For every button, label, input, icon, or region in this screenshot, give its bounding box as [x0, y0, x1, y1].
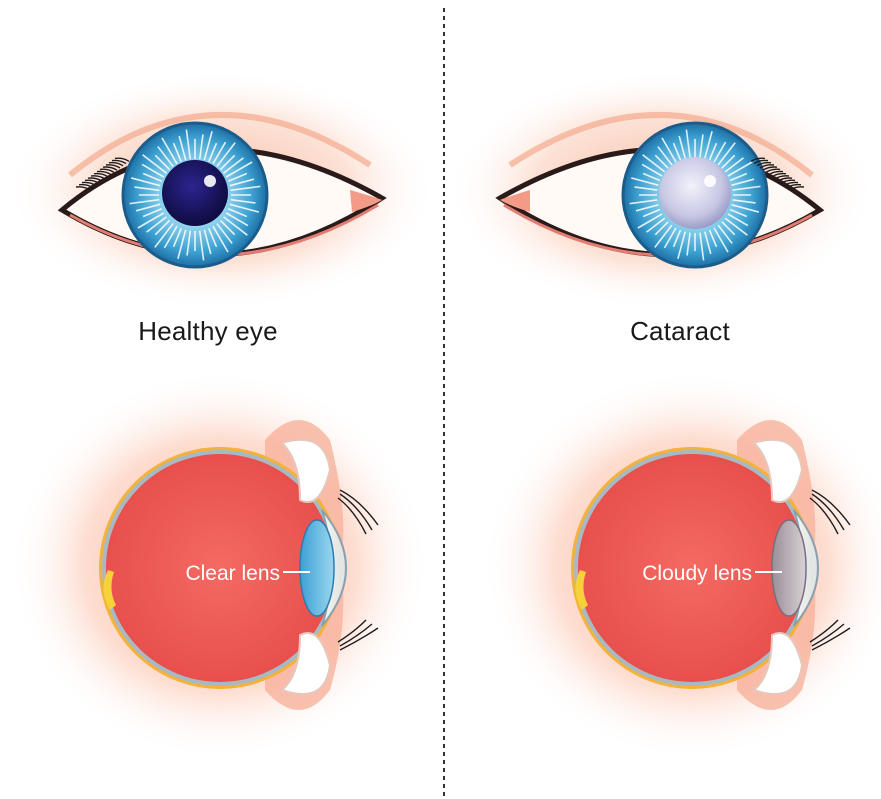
cataract-eye-front	[447, 70, 877, 310]
healthy-eye-front	[7, 70, 437, 310]
clear-lens-label: Clear lens	[185, 562, 280, 585]
pupil	[162, 160, 228, 226]
clear-lens	[300, 520, 334, 616]
cloudy-lens	[772, 520, 806, 616]
cataract-caption: Cataract	[630, 316, 730, 347]
iris	[623, 123, 767, 267]
pupil-highlight	[204, 175, 216, 187]
healthy-eye-caption: Healthy eye	[138, 316, 278, 347]
pupil-highlight	[704, 175, 716, 187]
healthy-eye-cross-section: Clear lens	[10, 370, 430, 760]
cloudy-pupil	[659, 157, 731, 229]
iris	[123, 123, 267, 267]
cataract-eye-cross-section: Cloudy lens	[482, 370, 881, 760]
cloudy-lens-label: Cloudy lens	[642, 562, 752, 585]
